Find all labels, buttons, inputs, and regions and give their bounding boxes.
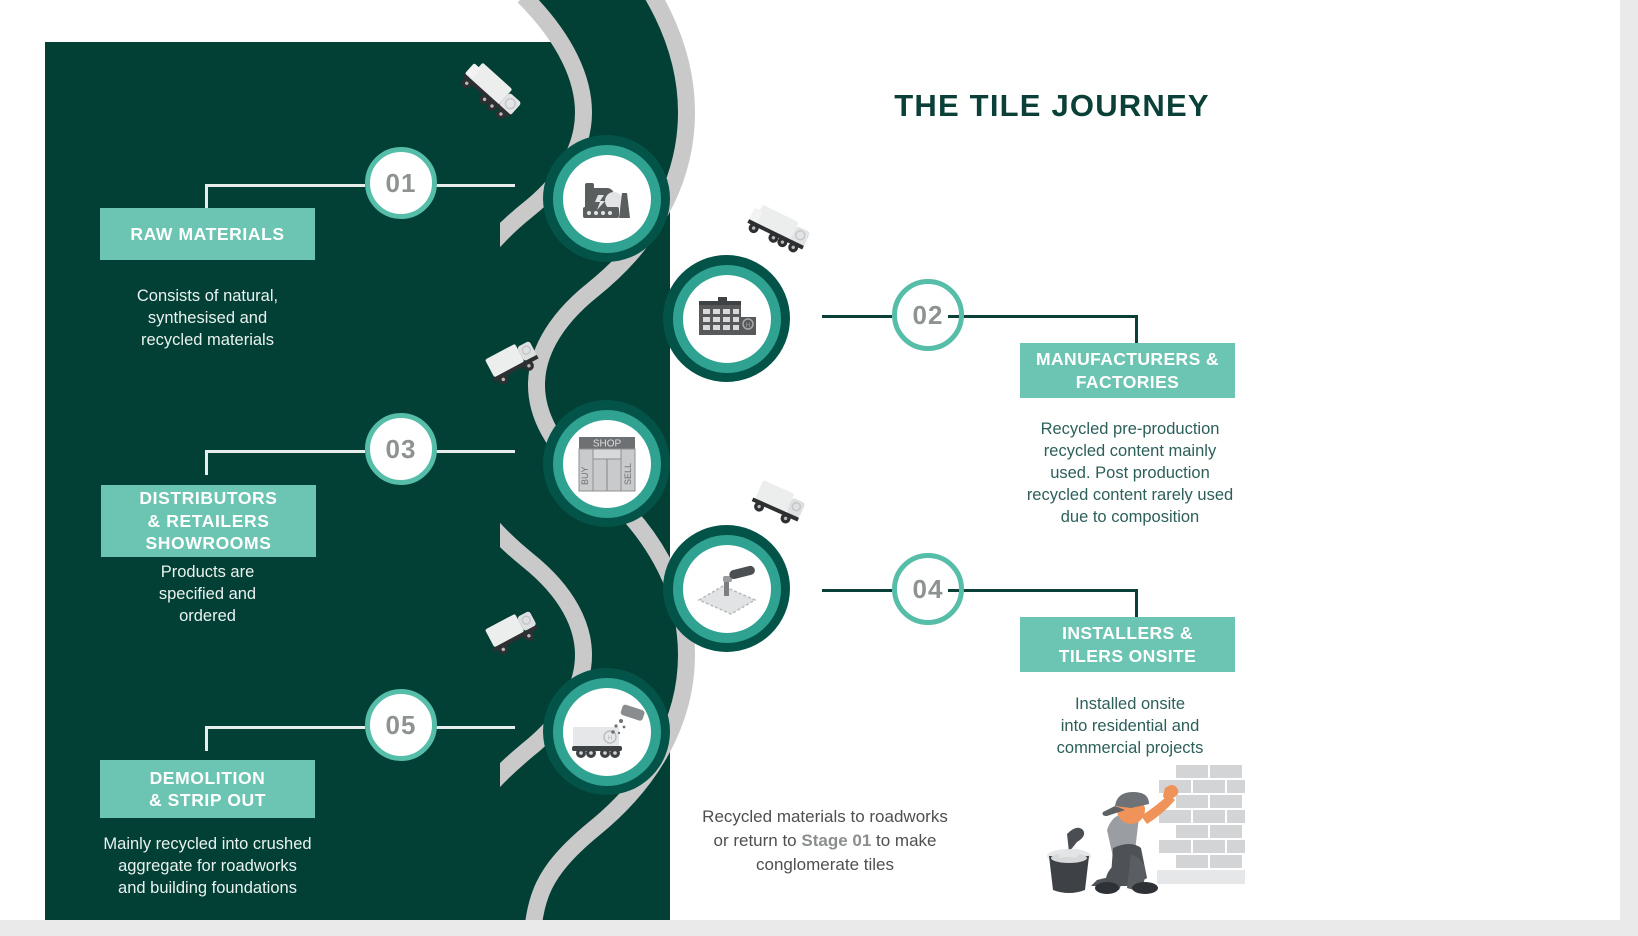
stage-number-02[interactable]: 02 [892,279,964,351]
shop-icon: SHOP BUY SELL [578,436,635,491]
stage-number-04[interactable]: 04 [892,553,964,625]
stage-icon-circle-04[interactable] [663,525,790,652]
stage-description-03: Products are specified and ordered [95,562,320,628]
shop-icon-right-label: SELL [623,462,633,484]
factory-icon [582,182,630,218]
bottom-note-line-3: conglomerate tiles [756,855,894,875]
connector-04-from-icon [822,589,892,592]
stage-description-04: Installed onsite into residential and co… [1010,694,1250,760]
connector-01-horizontal [205,184,365,187]
bottom-note: Recycled materials to roadworks or retur… [640,805,1010,877]
stage-label-05-line-1: DEMOLITION [149,767,266,788]
connector-05-vertical [205,726,208,751]
stage-description-03-line-3: ordered [179,606,236,625]
connector-02-vertical [1135,315,1138,343]
stage-description-01: Consists of natural, synthesised and rec… [95,286,320,352]
stage-number-05[interactable]: 05 [365,689,437,761]
connector-03-horizontal [205,450,365,453]
connector-04-horizontal [948,589,1138,592]
stage-description-01-line-1: Consists of natural, [136,287,279,305]
stage-description-02-line-1: Recycled pre-production [1040,420,1220,438]
connector-02-from-icon [822,315,892,318]
stage-label-05-line-2: & STRIP OUT [148,790,267,810]
truck-icon-3 [485,341,539,385]
stage-icon-circle-03[interactable]: SHOP BUY SELL [543,400,670,527]
stage-icon-circle-05[interactable]: H [543,668,670,795]
stage-description-01-line-3: recycled materials [141,330,274,349]
truck-icon-1 [461,63,521,120]
connector-03-vertical [205,450,208,475]
bottom-note-line-2-post: to make [871,831,937,851]
connector-05-to-icon [425,726,515,729]
bottom-note-line-2: or return to Stage 01 to make [640,829,1010,853]
stage-label-box-05[interactable]: DEMOLITION & STRIP OUT [100,760,315,818]
stage-label-04-line-2: TILERS ONSITE [1058,645,1197,666]
bottom-note-stage-ref: Stage 01 [801,831,872,851]
stage-description-04-line-2: into residential and [1060,716,1200,735]
stage-description-03-line-2: specified and [158,584,257,603]
stage-description-05-line-1: Mainly recycled into crushed [103,835,312,853]
connector-02-horizontal [948,315,1138,318]
stage-icon-circle-02[interactable]: H [663,255,790,382]
stage-number-01[interactable]: 01 [365,147,437,219]
stage-description-03-line-1: Products are [160,563,255,581]
stage-label-box-02[interactable]: MANUFACTURERS & FACTORIES [1020,343,1235,398]
stage-number-03[interactable]: 03 [365,413,437,485]
stage-label-box-04[interactable]: INSTALLERS & TILERS ONSITE [1020,617,1235,672]
stage-label-03-line-3: SHOWROOMS [145,533,272,554]
stage-description-04-line-1: Installed onsite [1074,695,1186,713]
stage-description-05-line-3: and building foundations [118,878,297,897]
shop-icon-left-label: BUY [580,466,590,485]
stage-description-02-line-3: used. Post production [1050,463,1210,482]
connector-01-vertical [205,184,208,209]
stage-label-03-line-1: DISTRIBUTORS [139,488,278,509]
stage-label-box-01[interactable]: RAW MATERIALS [100,208,315,260]
stage-description-02-line-5: due to composition [1060,507,1200,526]
svg-text:H: H [745,323,749,329]
stage-description-05-line-2: aggregate for roadworks [118,856,297,875]
stage-icon-circle-01[interactable] [543,135,670,262]
dump-truck-icon: H [571,704,644,758]
bottom-note-line-1: Recycled materials to roadworks [702,807,948,826]
tiler-worker-illustration [1047,763,1245,894]
connector-05-horizontal [205,726,365,729]
connector-03-to-icon [425,450,515,453]
stage-label-box-03[interactable]: DISTRIBUTORS & RETAILERS SHOWROOMS [101,485,316,557]
stage-description-05: Mainly recycled into crushed aggregate f… [70,834,345,900]
bottom-note-line-2-pre: or return to [713,831,802,851]
factory-building-icon: H [698,296,756,335]
stage-label-02-line-2: FACTORIES [1075,371,1180,392]
infographic-page: THE TILE JOURNEY 01 02 03 04 05 [0,0,1620,920]
stage-label-01-line-1: RAW MATERIALS [130,223,285,244]
connector-01-to-icon [425,184,515,187]
page-title: THE TILE JOURNEY [894,88,1210,123]
stage-label-04-line-1: INSTALLERS & [1062,622,1193,643]
svg-text:H: H [607,735,612,742]
stage-description-01-line-2: synthesised and [147,308,268,327]
stage-description-02-line-4: recycled content rarely used [1026,485,1234,504]
stage-label-02-line-1: MANUFACTURERS & [1036,348,1219,369]
stage-description-02: Recycled pre-production recycled content… [1010,419,1250,529]
trowel-icon [696,565,757,615]
shop-icon-top-label: SHOP [592,438,621,449]
stage-label-03-line-2: & RETAILERS [147,510,270,531]
stage-description-04-line-3: commercial projects [1056,738,1204,757]
connector-04-vertical [1135,589,1138,617]
truck-icon-5 [485,611,539,655]
truck-icon-2 [747,205,810,253]
stage-description-02-line-2: recycled content mainly [1043,441,1217,460]
truck-icon-4 [751,480,805,524]
